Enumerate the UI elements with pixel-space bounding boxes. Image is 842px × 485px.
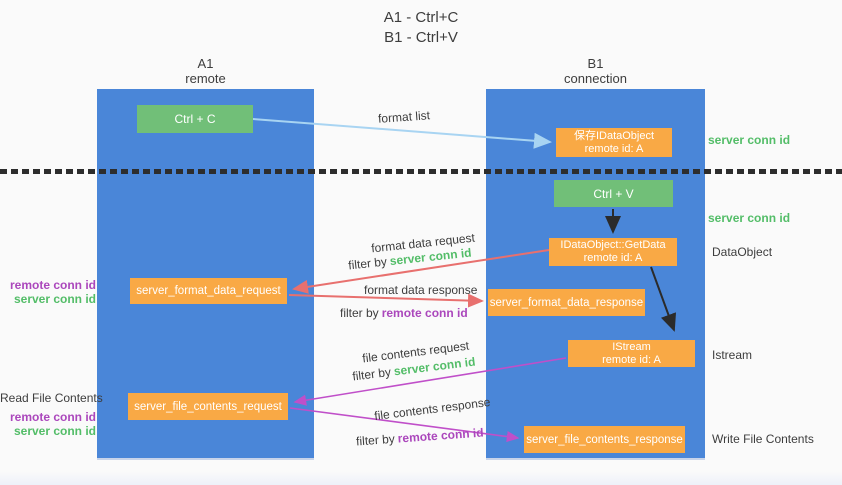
title-line-copy: A1 - Ctrl+C [383,9,459,26]
dataobject-side-label: DataObject [712,245,773,259]
column-header-a1: A1 remote [97,56,314,86]
filter-by-text: filter by [351,364,392,384]
file-request-conn-ids: remote conn id server conn id [0,410,96,438]
column-b1-name: B1 [587,56,604,71]
server-format-data-request-label: server_format_data_request [136,285,281,297]
diagram-title: A1 - Ctrl+C B1 - Ctrl+V [0,8,842,48]
column-a1-name: A1 [197,56,214,71]
server-file-contents-request-box: server_file_contents_request [128,393,288,420]
write-file-contents-label: Write File Contents [712,432,814,446]
save-idataobject-box: 保存IDataObject remote id: A [556,128,672,157]
server-file-contents-response-label: server_file_contents_response [526,433,683,446]
server-conn-id-side-label-top: server conn id [708,133,791,147]
column-header-b1: B1 connection [486,56,705,86]
ctrl-c-action-box: Ctrl + C [137,105,253,133]
read-file-contents-text: Read File Contents [0,391,103,405]
format-request-conn-ids: remote conn id server conn id [0,278,96,306]
filter-by-text: filter by [355,431,396,449]
ctrl-c-label: Ctrl + C [174,112,216,126]
istream-side-label: Istream [712,348,753,362]
idataobject-getdata-box: IDataObject::GetData remote id: A [549,238,677,266]
server-format-data-request-box: server_format_data_request [130,278,287,304]
istream-remote-id: remote id: A [602,353,661,366]
file-contents-response-label: file contents response [373,394,492,424]
server-file-contents-request-label: server_file_contents_request [134,400,282,413]
istream-box: IStream remote id: A [568,340,695,367]
save-idataobject-remote-id: remote id: A [584,142,644,155]
title-line-paste: B1 - Ctrl+V [384,29,458,46]
bottom-window-edge [0,471,842,485]
remote-conn-id-text: remote conn id [397,425,485,446]
filter-by-text: filter by [340,306,379,320]
filter-by-text: filter by [347,254,388,273]
read-file-contents-label: Read File Contents [0,391,103,405]
server-format-data-response-box: server_format_data_response [488,289,645,316]
column-b1-subtitle: connection [564,71,627,86]
format-data-response-label: format data response [364,283,478,297]
remote-conn-id-text: remote conn id [381,306,468,320]
server-conn-id-side-label: server conn id [13,424,96,438]
column-a1-subtitle: remote [185,71,226,86]
getdata-title: IDataObject::GetData [560,239,666,251]
ctrl-v-action-box: Ctrl + V [554,180,673,207]
server-file-contents-response-box: server_file_contents_response [524,426,685,453]
server-conn-id-side-label-ctrlv: server conn id [708,211,791,225]
server-format-data-response-label: server_format_data_response [489,296,644,309]
machine-boundary-dotted-line [0,169,842,174]
server-conn-id-side-label: server conn id [13,292,96,306]
istream-title: IStream [612,340,651,353]
ctrl-v-label: Ctrl + V [593,186,634,201]
getdata-remote-id: remote id: A [583,252,643,264]
remote-conn-id-side-label: remote conn id [9,278,96,292]
format-list-label: format list [377,108,431,126]
remote-conn-id-side-label: remote conn id [9,410,96,424]
save-idataobject-title: 保存IDataObject [573,129,655,142]
